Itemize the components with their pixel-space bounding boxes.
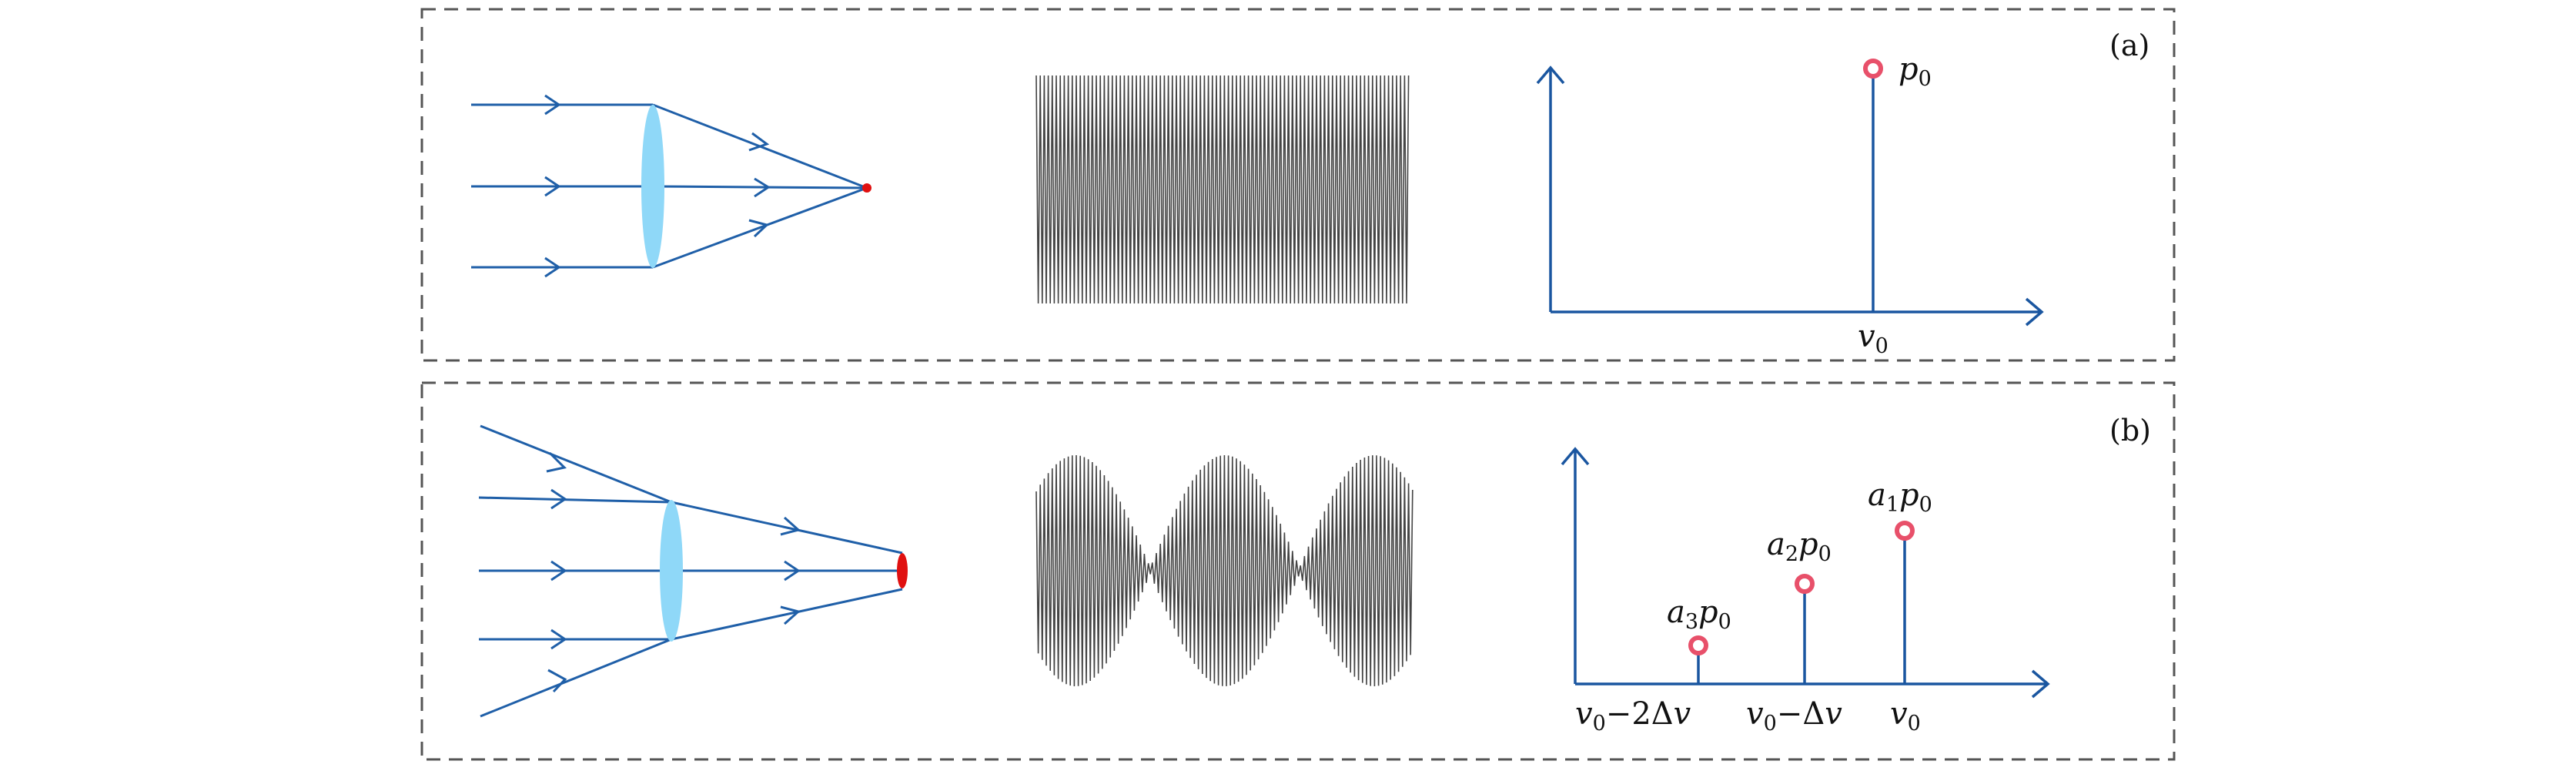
panel-a-label: (a) — [2109, 28, 2149, 62]
ray — [652, 186, 868, 269]
panel-b: (b) — [420, 381, 2176, 761]
panel-a-frame — [420, 8, 2176, 362]
panel-a: (a) p0 — [420, 8, 2176, 362]
ray — [478, 496, 672, 504]
ray-arrow-icon — [550, 488, 567, 510]
ray-arrow-icon — [544, 256, 561, 278]
ray — [480, 424, 672, 504]
amplitude-label: p0 — [1899, 52, 1932, 91]
ray — [671, 588, 903, 641]
frequency-tick-label: v0−2Δv — [1575, 696, 1691, 736]
waveform-trace — [1035, 454, 1413, 687]
ray-arrow-icon — [547, 669, 567, 693]
ray-arrow-icon — [546, 451, 567, 473]
ray — [652, 185, 868, 189]
lens-b — [660, 500, 683, 642]
spectral-peak-marker — [1895, 521, 1915, 541]
frequency-tick-label: v0 — [1858, 319, 1889, 358]
x-axis-arrow-icon — [2031, 669, 2050, 699]
lens-optics-a — [471, 94, 868, 278]
spectral-peak-marker — [1863, 59, 1883, 79]
frequency-tick-label: v0 — [1890, 696, 1921, 736]
amplitude-label: a1p0 — [1868, 478, 1932, 517]
frequency-tick-label: v0−Δv — [1746, 696, 1842, 736]
ray — [671, 501, 903, 555]
focal-spot-b — [897, 553, 908, 588]
amplitude-label: a3p0 — [1667, 595, 1731, 634]
waveform-b — [1035, 454, 1413, 687]
spectrum-a: p0 v0 — [1536, 52, 2044, 358]
spectral-peak-marker — [1795, 574, 1815, 594]
lens-optics-b — [478, 424, 903, 718]
ray-arrow-icon — [748, 132, 770, 152]
ray-arrow-icon — [544, 94, 561, 116]
ray-arrow-icon — [784, 560, 801, 582]
ray — [480, 638, 672, 718]
waveform-trace — [1035, 75, 1410, 304]
spectral-peak-marker — [1688, 635, 1708, 655]
ray-arrow-icon — [748, 219, 770, 238]
x-axis-arrow-icon — [2025, 297, 2044, 327]
lens-a — [641, 105, 664, 268]
ray-arrow-icon — [544, 176, 561, 197]
y-axis-arrow-icon — [1561, 447, 1590, 466]
ray-arrow-icon — [780, 605, 801, 625]
focal-point-a — [862, 183, 871, 193]
panel-b-label: (b) — [2109, 414, 2151, 447]
spectrum-b: a3p0 a2p0 a1p0 v0−2Δv v0−Δv v0 — [1561, 447, 2050, 736]
ray-arrow-icon — [550, 560, 567, 582]
panel-b-frame — [420, 381, 2176, 761]
ray-arrow-icon — [754, 177, 771, 198]
waveform-a — [1035, 75, 1410, 304]
ray-arrow-icon — [780, 516, 801, 536]
amplitude-label: a2p0 — [1767, 527, 1832, 566]
ray-arrow-icon — [550, 628, 567, 650]
y-axis-arrow-icon — [1536, 65, 1565, 85]
